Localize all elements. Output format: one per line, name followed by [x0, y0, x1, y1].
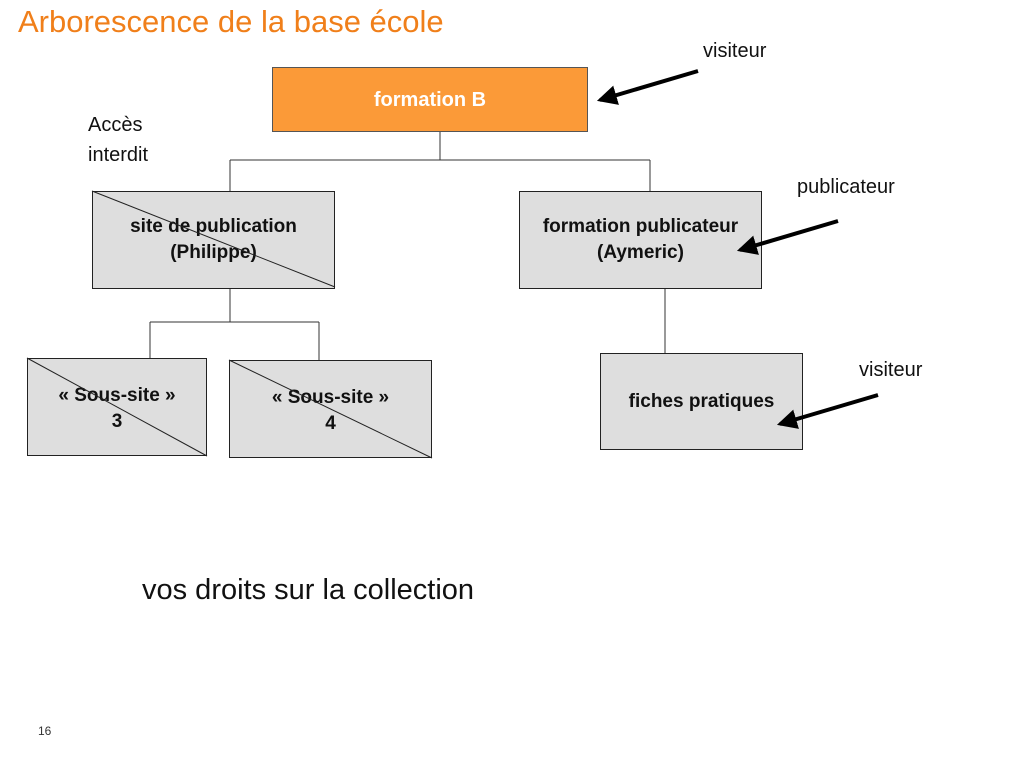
node-sous-site-3-line2: 3 [111, 411, 123, 432]
node-site-publication-line1: site de publication [130, 216, 297, 237]
node-formation-publicateur-line2: (Aymeric) [597, 242, 684, 263]
publicateur-label: publicateur [797, 176, 895, 198]
visiteur-top-label: visiteur [703, 40, 767, 62]
node-formation-b-label: formation B [373, 88, 487, 111]
page-number: 16 [38, 724, 52, 738]
node-sous-site-4-line2: 4 [325, 413, 336, 434]
node-sous-site-4: « Sous-site » 4 [229, 360, 432, 458]
node-sous-site-4-line1: « Sous-site » [271, 387, 390, 408]
node-site-publication: site de publication (Philippe) [92, 191, 335, 289]
node-fiches-pratiques-label: fiches pratiques [628, 390, 775, 412]
node-sous-site-3: « Sous-site » 3 [27, 358, 207, 456]
visiteur-bottom-label: visiteur [859, 359, 923, 381]
node-formation-publicateur-line1: formation publicateur [542, 216, 739, 237]
node-site-publication-line2: (Philippe) [170, 242, 257, 263]
page-title: Arborescence de la base école [18, 4, 444, 39]
node-formation-publicateur-label: formation publicateur (Aymeric) [543, 214, 738, 266]
node-sous-site-4-label: « Sous-site » 4 [272, 385, 389, 437]
caption: vos droits sur la collection [142, 574, 475, 606]
acces-interdit-line1: Accès [88, 114, 143, 136]
node-fiches-pratiques: fiches pratiques [600, 353, 803, 450]
acces-interdit-label: Accès interdit [88, 110, 148, 170]
acces-interdit-line2: interdit [88, 144, 149, 166]
node-sous-site-3-label: « Sous-site » 3 [58, 383, 175, 435]
node-site-publication-label: site de publication (Philippe) [130, 214, 297, 266]
node-formation-publicateur: formation publicateur (Aymeric) [519, 191, 762, 289]
node-formation-b: formation B [272, 67, 588, 132]
node-sous-site-3-line1: « Sous-site » [58, 385, 176, 406]
